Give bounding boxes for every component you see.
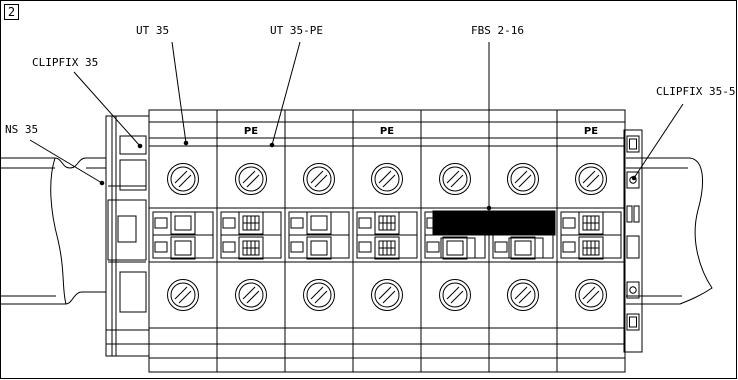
terminal-block-ut35-pe: PE (556, 109, 626, 373)
screw-icon (439, 163, 471, 195)
clamp-top (170, 211, 196, 235)
label-fbs-2-16: FBS 2-16 (471, 24, 524, 37)
figure-number: 2 (4, 4, 19, 20)
leader-dot (183, 140, 189, 146)
pe-clamp-top (578, 211, 604, 235)
label-ut35-pe: UT 35-PE (270, 24, 323, 37)
terminal-block-ut35 (420, 109, 490, 373)
screw-icon (235, 163, 267, 195)
screw-icon (371, 163, 403, 195)
leader-dot (137, 143, 143, 149)
terminal-block-row: PE PE PE (148, 109, 626, 373)
leader-ut35-pe (271, 41, 301, 146)
screw-icon (575, 163, 607, 195)
label-clipfix35: CLIPFIX 35 (32, 56, 98, 69)
terminal-block-ut35 (284, 109, 354, 373)
leader-clipfix35-5 (633, 103, 684, 179)
screw-icon (575, 279, 607, 311)
clipfix355-end-bracket (623, 129, 643, 353)
leader-dot (631, 175, 637, 181)
pe-clamp-top (238, 211, 264, 235)
figure-number-text: 2 (8, 5, 15, 19)
leader-ns35 (29, 139, 103, 184)
leader-dot (99, 180, 105, 186)
fbs-bridge (432, 210, 556, 236)
screw-icon (167, 163, 199, 195)
screw-icon (303, 279, 335, 311)
clamp-bottom (306, 236, 332, 260)
screw-icon (371, 279, 403, 311)
pe-clamp-bottom (374, 236, 400, 260)
pe-marking: PE (584, 126, 598, 137)
screw-icon (507, 163, 539, 195)
leader-clipfix35 (73, 71, 141, 147)
pe-clamp-top (374, 211, 400, 235)
clamp-bottom (442, 236, 468, 260)
terminal-block-ut35 (148, 109, 218, 373)
pe-clamp-bottom (238, 236, 264, 260)
screw-icon (235, 279, 267, 311)
terminal-block-ut35-pe: PE (216, 109, 286, 373)
din-rail-ns35 (0, 157, 713, 305)
callout-labels: UT 35 UT 35-PE FBS 2-16 CLIPFIX 35 NS 35… (5, 24, 735, 136)
screw-icon (303, 163, 335, 195)
pe-marking: PE (380, 126, 394, 137)
pe-clamp-bottom (578, 236, 604, 260)
clipfix35-end-bracket (105, 115, 150, 357)
clamp-bottom (510, 236, 536, 260)
leader-dot (269, 142, 275, 148)
label-clipfix35-5: CLIPFIX 35-5 (656, 85, 735, 98)
terminal-block-ut35-pe: PE (352, 109, 422, 373)
leader-ut35 (171, 41, 187, 144)
screw-icon (439, 279, 471, 311)
clamp-top (306, 211, 332, 235)
terminal-block-ut35 (488, 109, 558, 373)
label-ns35: NS 35 (5, 123, 38, 136)
screw-icon (507, 279, 539, 311)
fbs-bridge-leg (508, 237, 544, 259)
screw-icon (167, 279, 199, 311)
clamp-bottom (170, 236, 196, 260)
leader-lines (29, 41, 684, 211)
fbs-bridge-leg (440, 237, 476, 259)
label-ut35: UT 35 (136, 24, 169, 37)
leader-dot (486, 205, 492, 211)
pe-marking: PE (244, 126, 258, 137)
